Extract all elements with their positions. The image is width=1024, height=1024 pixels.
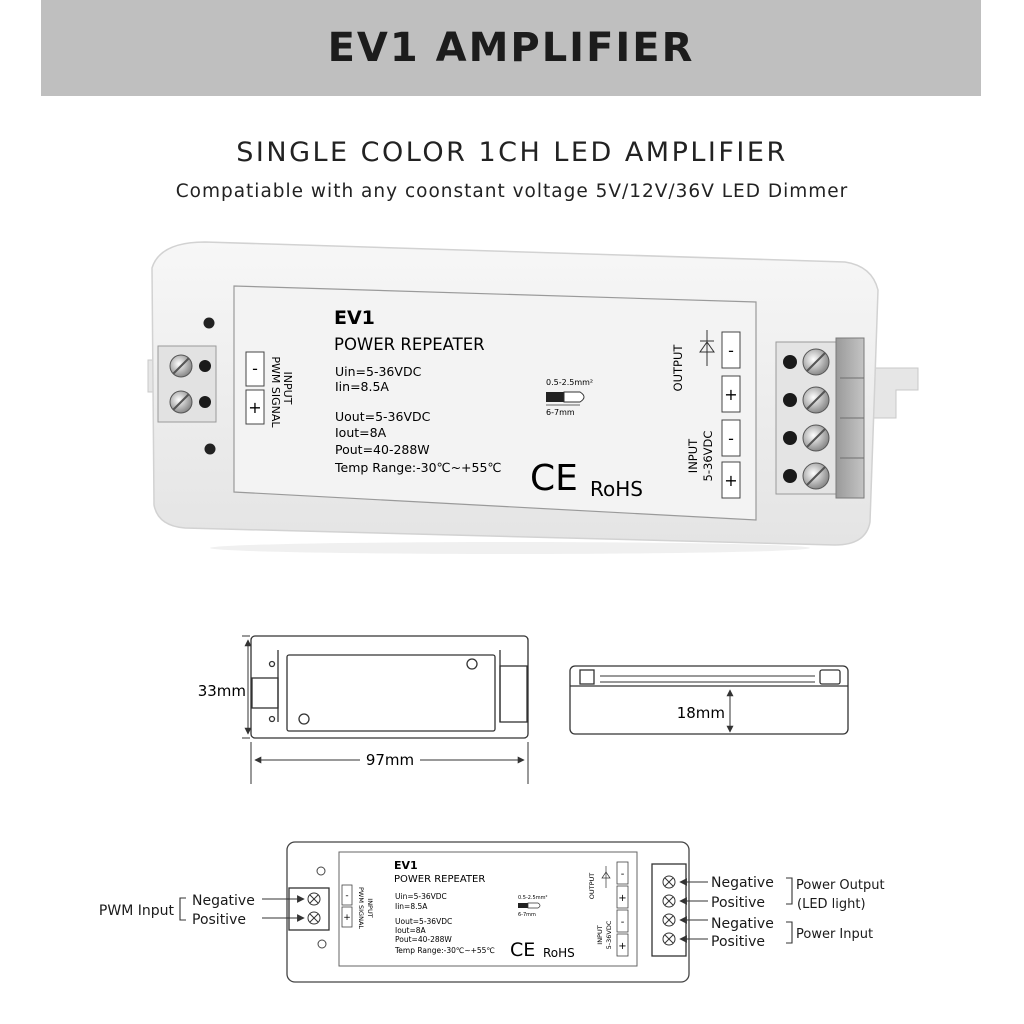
spec-iin: Iin=8.5A (335, 379, 389, 394)
power-input-label: Power Input (796, 927, 873, 942)
output-plus-label: + (724, 385, 737, 404)
wiring-diagram: - + INPUT PWM SIGNAL EV1 POWER REPEATER … (99, 841, 885, 983)
page-title: EV1 AMPLIFIER (327, 25, 695, 71)
spec-iout: Iout=8A (335, 425, 387, 440)
wiring-input-plus: + (618, 941, 626, 952)
wiring-spec-pout: Pout=40-288W (395, 935, 452, 944)
device-photo: - + INPUT PWM SIGNAL EV1 POWER REPEATER … (147, 241, 919, 554)
wiring-model: EV1 (394, 859, 418, 872)
length-dimension-label: 97mm (366, 751, 414, 769)
mounting-hole-icon (203, 317, 215, 329)
wiring-strip-length: 6-7mm (518, 912, 536, 918)
wiring-input-voltage-label: 5-36VDC (605, 920, 613, 949)
product-subtitle: SINGLE COLOR 1CH LED AMPLIFIER (236, 137, 788, 168)
wiring-pwm-minus: - (345, 891, 348, 901)
ce-mark: CE (530, 458, 578, 499)
wiring-spec-uin: Uin=5-36VDC (395, 892, 447, 901)
input-negative-label: Negative (711, 916, 774, 932)
terminal-screw-icon (662, 875, 676, 889)
output-input-terminal-block (775, 337, 865, 499)
left-pwm-signal-label: PWM SIGNAL (269, 356, 282, 428)
input-label: INPUT (686, 438, 700, 473)
wiring-wire-strip-icon: 0.5-2.5mm² 6-7mm (518, 895, 547, 918)
wiring-output-label: OUTPUT (588, 873, 596, 900)
rohs-mark: RoHS (590, 477, 643, 501)
spec-pout: Pout=40-288W (335, 442, 430, 457)
terminal-screw-icon (662, 913, 676, 927)
wiring-output-minus: - (621, 869, 625, 880)
spec-uin: Uin=5-36VDC (335, 364, 422, 379)
wiring-ce-mark: CE (510, 939, 535, 961)
pwm-minus-label: - (252, 359, 258, 378)
wiring-led-symbol-icon (601, 866, 611, 888)
device-model: EV1 (334, 307, 375, 329)
wiring-output-plus: + (618, 893, 626, 904)
wire-gauge-label: 0.5-2.5mm² (546, 378, 593, 387)
depth-dimension-label: 18mm (677, 704, 725, 722)
mounting-hole-icon (204, 443, 216, 455)
wiring-pwm-plus: + (343, 913, 351, 923)
left-input-label: INPUT (281, 372, 294, 405)
wiring-spec-temp: Temp Range:-30℃~+55℃ (394, 946, 495, 955)
wire-strip-icon: 0.5-2.5mm² 6-7mm (546, 378, 593, 417)
height-dimension-label: 33mm (198, 682, 246, 700)
device-name: POWER REPEATER (334, 335, 485, 354)
wiring-spec-uout: Uout=5-36VDC (395, 917, 452, 926)
wiring-spec-iin: Iin=8.5A (395, 902, 428, 911)
pwm-positive-label: Positive (192, 912, 246, 928)
input-voltage-label: 5-36VDC (701, 431, 715, 482)
wiring-rohs-mark: RoHS (543, 946, 575, 960)
strip-length-label: 6-7mm (546, 408, 575, 417)
wiring-left-pwm: PWM SIGNAL (357, 887, 365, 929)
product-tagline: Compatiable with any coonstant voltage 5… (175, 181, 849, 202)
led-symbol-icon (699, 330, 715, 366)
terminal-screw-icon (307, 892, 321, 906)
terminal-screw-icon (662, 932, 676, 946)
output-positive-label: Positive (711, 895, 765, 911)
output-label: OUTPUT (671, 344, 685, 392)
terminal-screw-icon (662, 894, 676, 908)
power-output-led-label: (LED light) (797, 897, 866, 912)
pwm-input-label: PWM Input (99, 903, 175, 919)
pwm-terminal-block (157, 345, 217, 423)
wiring-input-label: INPUT (596, 925, 604, 944)
input-minus-label: - (728, 429, 734, 448)
input-plus-label: + (724, 471, 737, 490)
input-positive-label: Positive (711, 934, 765, 950)
wiring-wire-gauge: 0.5-2.5mm² (518, 895, 547, 901)
spec-uout: Uout=5-36VDC (335, 409, 431, 424)
wiring-spec-iout: Iout=8A (395, 926, 427, 935)
wiring-left-input: INPUT (366, 898, 374, 917)
spec-temp: Temp Range:-30℃~+55℃ (334, 460, 501, 475)
wiring-name: POWER REPEATER (394, 874, 485, 885)
terminal-screw-icon (307, 911, 321, 925)
power-output-label: Power Output (796, 878, 885, 893)
title-banner: EV1 AMPLIFIER (41, 0, 981, 96)
side-view-drawing (569, 665, 849, 735)
wiring-input-minus: - (621, 917, 625, 928)
pwm-negative-label: Negative (192, 893, 255, 909)
output-minus-label: - (728, 341, 734, 360)
output-negative-label: Negative (711, 875, 774, 891)
pwm-plus-label: + (248, 398, 261, 417)
